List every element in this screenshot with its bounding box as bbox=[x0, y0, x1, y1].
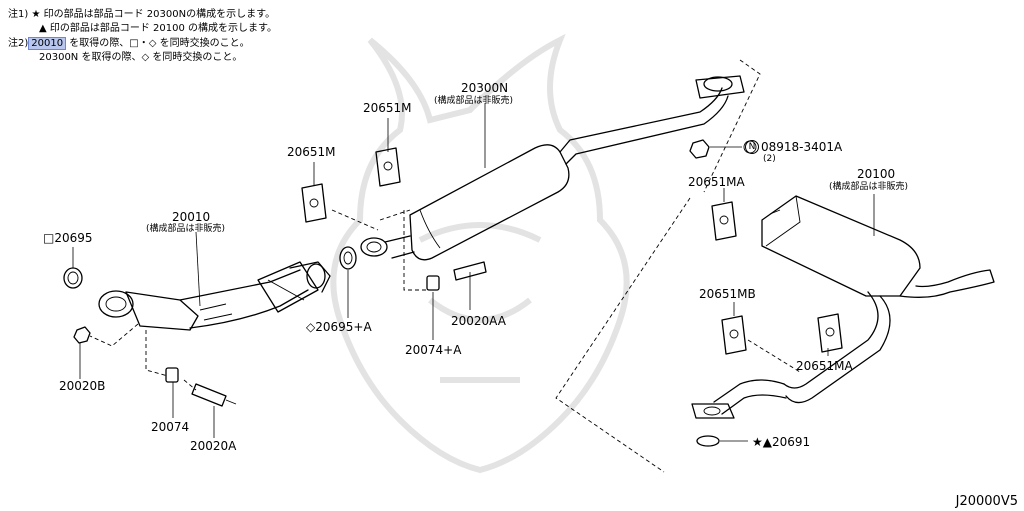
label-20651MB[interactable]: 20651MB bbox=[699, 287, 756, 301]
plug-20074 bbox=[165, 367, 179, 383]
front-pipe-20010 bbox=[98, 261, 331, 331]
note-1-line-2: ▲ 印の部品は部品コード 20100 の構成を示します。 bbox=[39, 23, 278, 34]
hanger-20651M-upper bbox=[375, 147, 401, 187]
label-20651MA-upper[interactable]: 20651MA bbox=[688, 175, 745, 189]
note-1-text-1: ★ 印の部品は部品コード 20300Nの構成を示します。 bbox=[31, 9, 276, 20]
plug-20074A bbox=[426, 275, 440, 291]
label-20651M-upper[interactable]: 20651M bbox=[363, 101, 412, 115]
n-circle-icon: N bbox=[745, 140, 759, 154]
label-20010[interactable]: 20010 bbox=[172, 210, 211, 224]
label-08918-number: 08918-3401A bbox=[761, 139, 843, 154]
label-20100[interactable]: 20100 bbox=[857, 167, 896, 181]
label-20695[interactable]: □20695 bbox=[43, 231, 93, 245]
label-20100-note: (構成部品は非販売) bbox=[829, 182, 909, 192]
label-08918-qty: (2) bbox=[763, 154, 776, 164]
label-20695A[interactable]: ◇20695+A bbox=[306, 320, 372, 334]
hanger-20651MA-upper bbox=[711, 201, 737, 241]
label-20074A[interactable]: 20074+A bbox=[405, 343, 462, 357]
watermark-emblem bbox=[330, 33, 630, 474]
label-20010-note: (構成部品は非販売) bbox=[146, 224, 226, 234]
note-2-highlight-link[interactable]: 20010 bbox=[28, 37, 67, 50]
sensor-20020AA bbox=[453, 261, 487, 281]
hanger-20651MA-lower bbox=[817, 313, 843, 353]
center-muffler-20300N bbox=[360, 75, 745, 261]
label-20300N-note: (構成部品は非販売) bbox=[434, 96, 514, 106]
label-20691[interactable]: ★▲20691 bbox=[752, 435, 811, 449]
label-20300N[interactable]: 20300N bbox=[461, 81, 509, 95]
label-20020A[interactable]: 20020A bbox=[190, 439, 237, 453]
label-20020AA[interactable]: 20020AA bbox=[451, 314, 506, 328]
note-1-prefix: 注1) bbox=[8, 9, 29, 20]
nut-20020B bbox=[73, 326, 91, 344]
label-20020B[interactable]: 20020B bbox=[59, 379, 106, 393]
gasket-20695A bbox=[339, 246, 357, 270]
note-2-line-2: 20300N を取得の際、◇ を同時交換のこと。 bbox=[39, 52, 243, 63]
note-2-text-1: を取得の際、□・◇ を同時交換のこと。 bbox=[69, 38, 250, 49]
label-20651MA-lower[interactable]: 20651MA bbox=[796, 359, 853, 373]
label-20651M-lower[interactable]: 20651M bbox=[287, 145, 336, 159]
hanger-20651MB bbox=[721, 315, 747, 355]
rear-muffler-20100 bbox=[691, 195, 995, 447]
dashed-reference-lines bbox=[89, 59, 801, 473]
label-20074[interactable]: 20074 bbox=[151, 420, 190, 434]
note-1-line-1: 注1) ★ 印の部品は部品コード 20300Nの構成を示します。 bbox=[8, 8, 275, 21]
diagram-code: J20000V5 bbox=[955, 494, 1018, 509]
note-2-line-1: 注2)20010 を取得の際、□・◇ を同時交換のこと。 bbox=[8, 37, 250, 50]
sensor-20020A bbox=[191, 383, 237, 407]
gasket-20695 bbox=[63, 267, 83, 289]
hanger-20651M-lower bbox=[301, 183, 327, 223]
leader-lines bbox=[72, 103, 875, 442]
note-2-prefix: 注2) bbox=[8, 38, 29, 49]
